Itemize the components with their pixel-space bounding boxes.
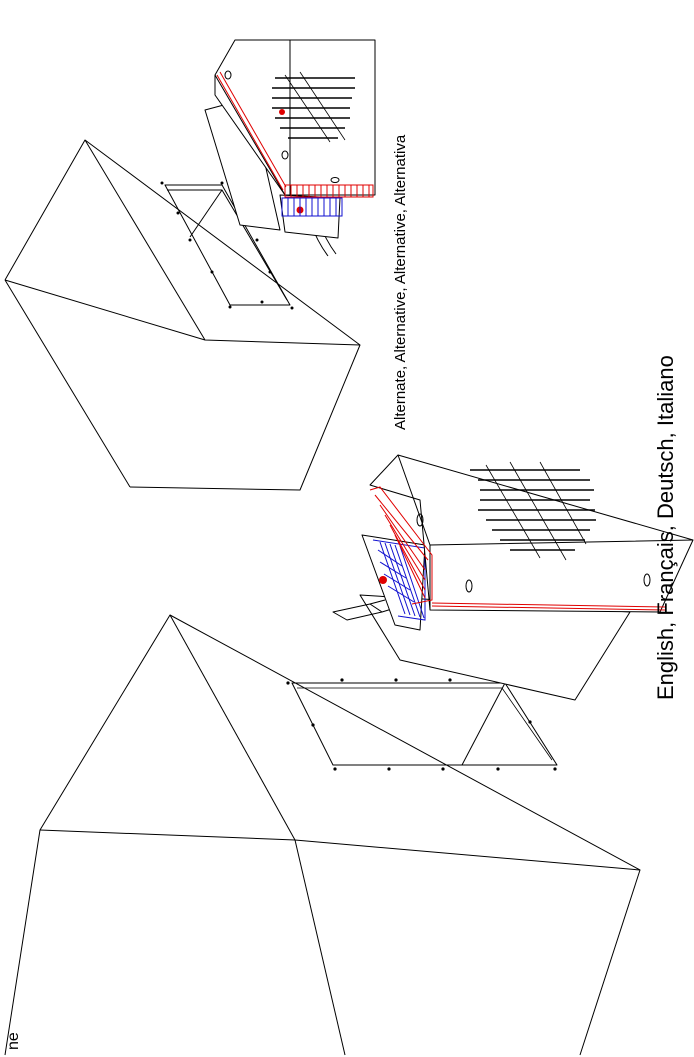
alternate-cold-fins bbox=[281, 197, 343, 217]
main-cutout bbox=[286, 678, 558, 771]
alternate-fan-grille bbox=[272, 71, 355, 143]
alternate-cooling-unit bbox=[204, 39, 376, 257]
caption-fragment: ne bbox=[5, 1032, 22, 1050]
alternate-enclosure bbox=[4, 139, 361, 491]
alternate-cutout bbox=[160, 181, 294, 310]
caption-languages: English, Français, Deutsch, Italiano bbox=[653, 355, 678, 700]
alternate-hot-fins bbox=[216, 71, 374, 198]
caption-alternates: Alternate, Alternative, Alternative, Alt… bbox=[392, 134, 409, 430]
main-enclosure bbox=[4, 614, 641, 1056]
main-cooling-unit bbox=[332, 454, 694, 701]
fan-grille bbox=[470, 461, 596, 561]
hot-side-fins bbox=[369, 486, 666, 611]
